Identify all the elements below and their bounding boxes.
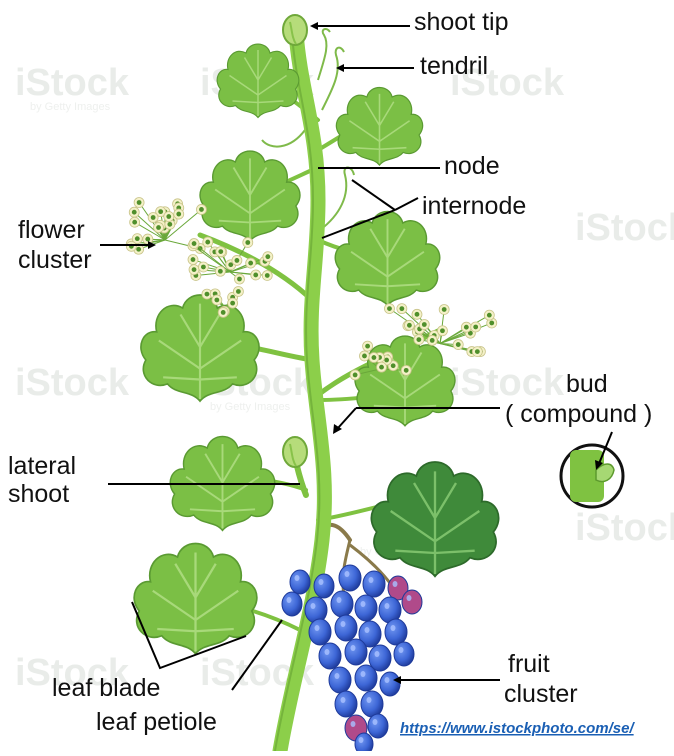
leaf-blade-illustration — [134, 544, 257, 654]
watermark-tagline: by Getty Images — [210, 401, 291, 413]
internode-leader — [352, 180, 395, 210]
watermark: iStock — [575, 207, 674, 249]
watermark: iStock — [15, 62, 130, 104]
label-fruit-cluster-line1: fruit — [508, 650, 550, 678]
label-tendril: tendril — [420, 52, 488, 80]
label-node: node — [444, 152, 500, 180]
source-url-link[interactable]: https://www.istockphoto.com/se/ — [400, 720, 635, 737]
label-leaf-blade: leaf blade — [52, 674, 160, 702]
shoot-tip-illustration — [283, 15, 307, 45]
label-bud-line2: ( compound ) — [505, 400, 652, 428]
label-lateral-shoot-line1: lateral — [8, 452, 76, 480]
leaf-blade-illustration — [335, 212, 440, 306]
leaf-blade-illustration — [371, 462, 498, 576]
leaf-blade-illustration — [200, 151, 300, 241]
watermark: iStock — [575, 507, 674, 549]
internode-leader — [395, 198, 418, 210]
bud-inset — [561, 445, 623, 507]
label-internode: internode — [422, 192, 526, 220]
leaf-blade-illustration — [217, 44, 299, 118]
label-fruit-cluster-line2: cluster — [504, 680, 578, 708]
leaf-blade-illustration — [336, 88, 422, 166]
label-flower-cluster-line1: flower — [18, 216, 85, 244]
label-flower-cluster-line2: cluster — [18, 246, 92, 274]
label-lateral-shoot-line2: shoot — [8, 480, 69, 508]
lateral-shoot-illustration — [283, 437, 307, 467]
watermark: iStock — [450, 362, 565, 404]
bud-leader — [338, 408, 356, 428]
watermark: iStock — [15, 362, 130, 404]
leaf-blade-illustration — [141, 295, 259, 401]
label-shoot-tip: shoot tip — [414, 8, 509, 36]
label-bud-line1: bud — [566, 370, 608, 398]
label-leaf-petiole: leaf petiole — [96, 708, 217, 736]
watermark-tagline: by Getty Images — [30, 101, 111, 113]
